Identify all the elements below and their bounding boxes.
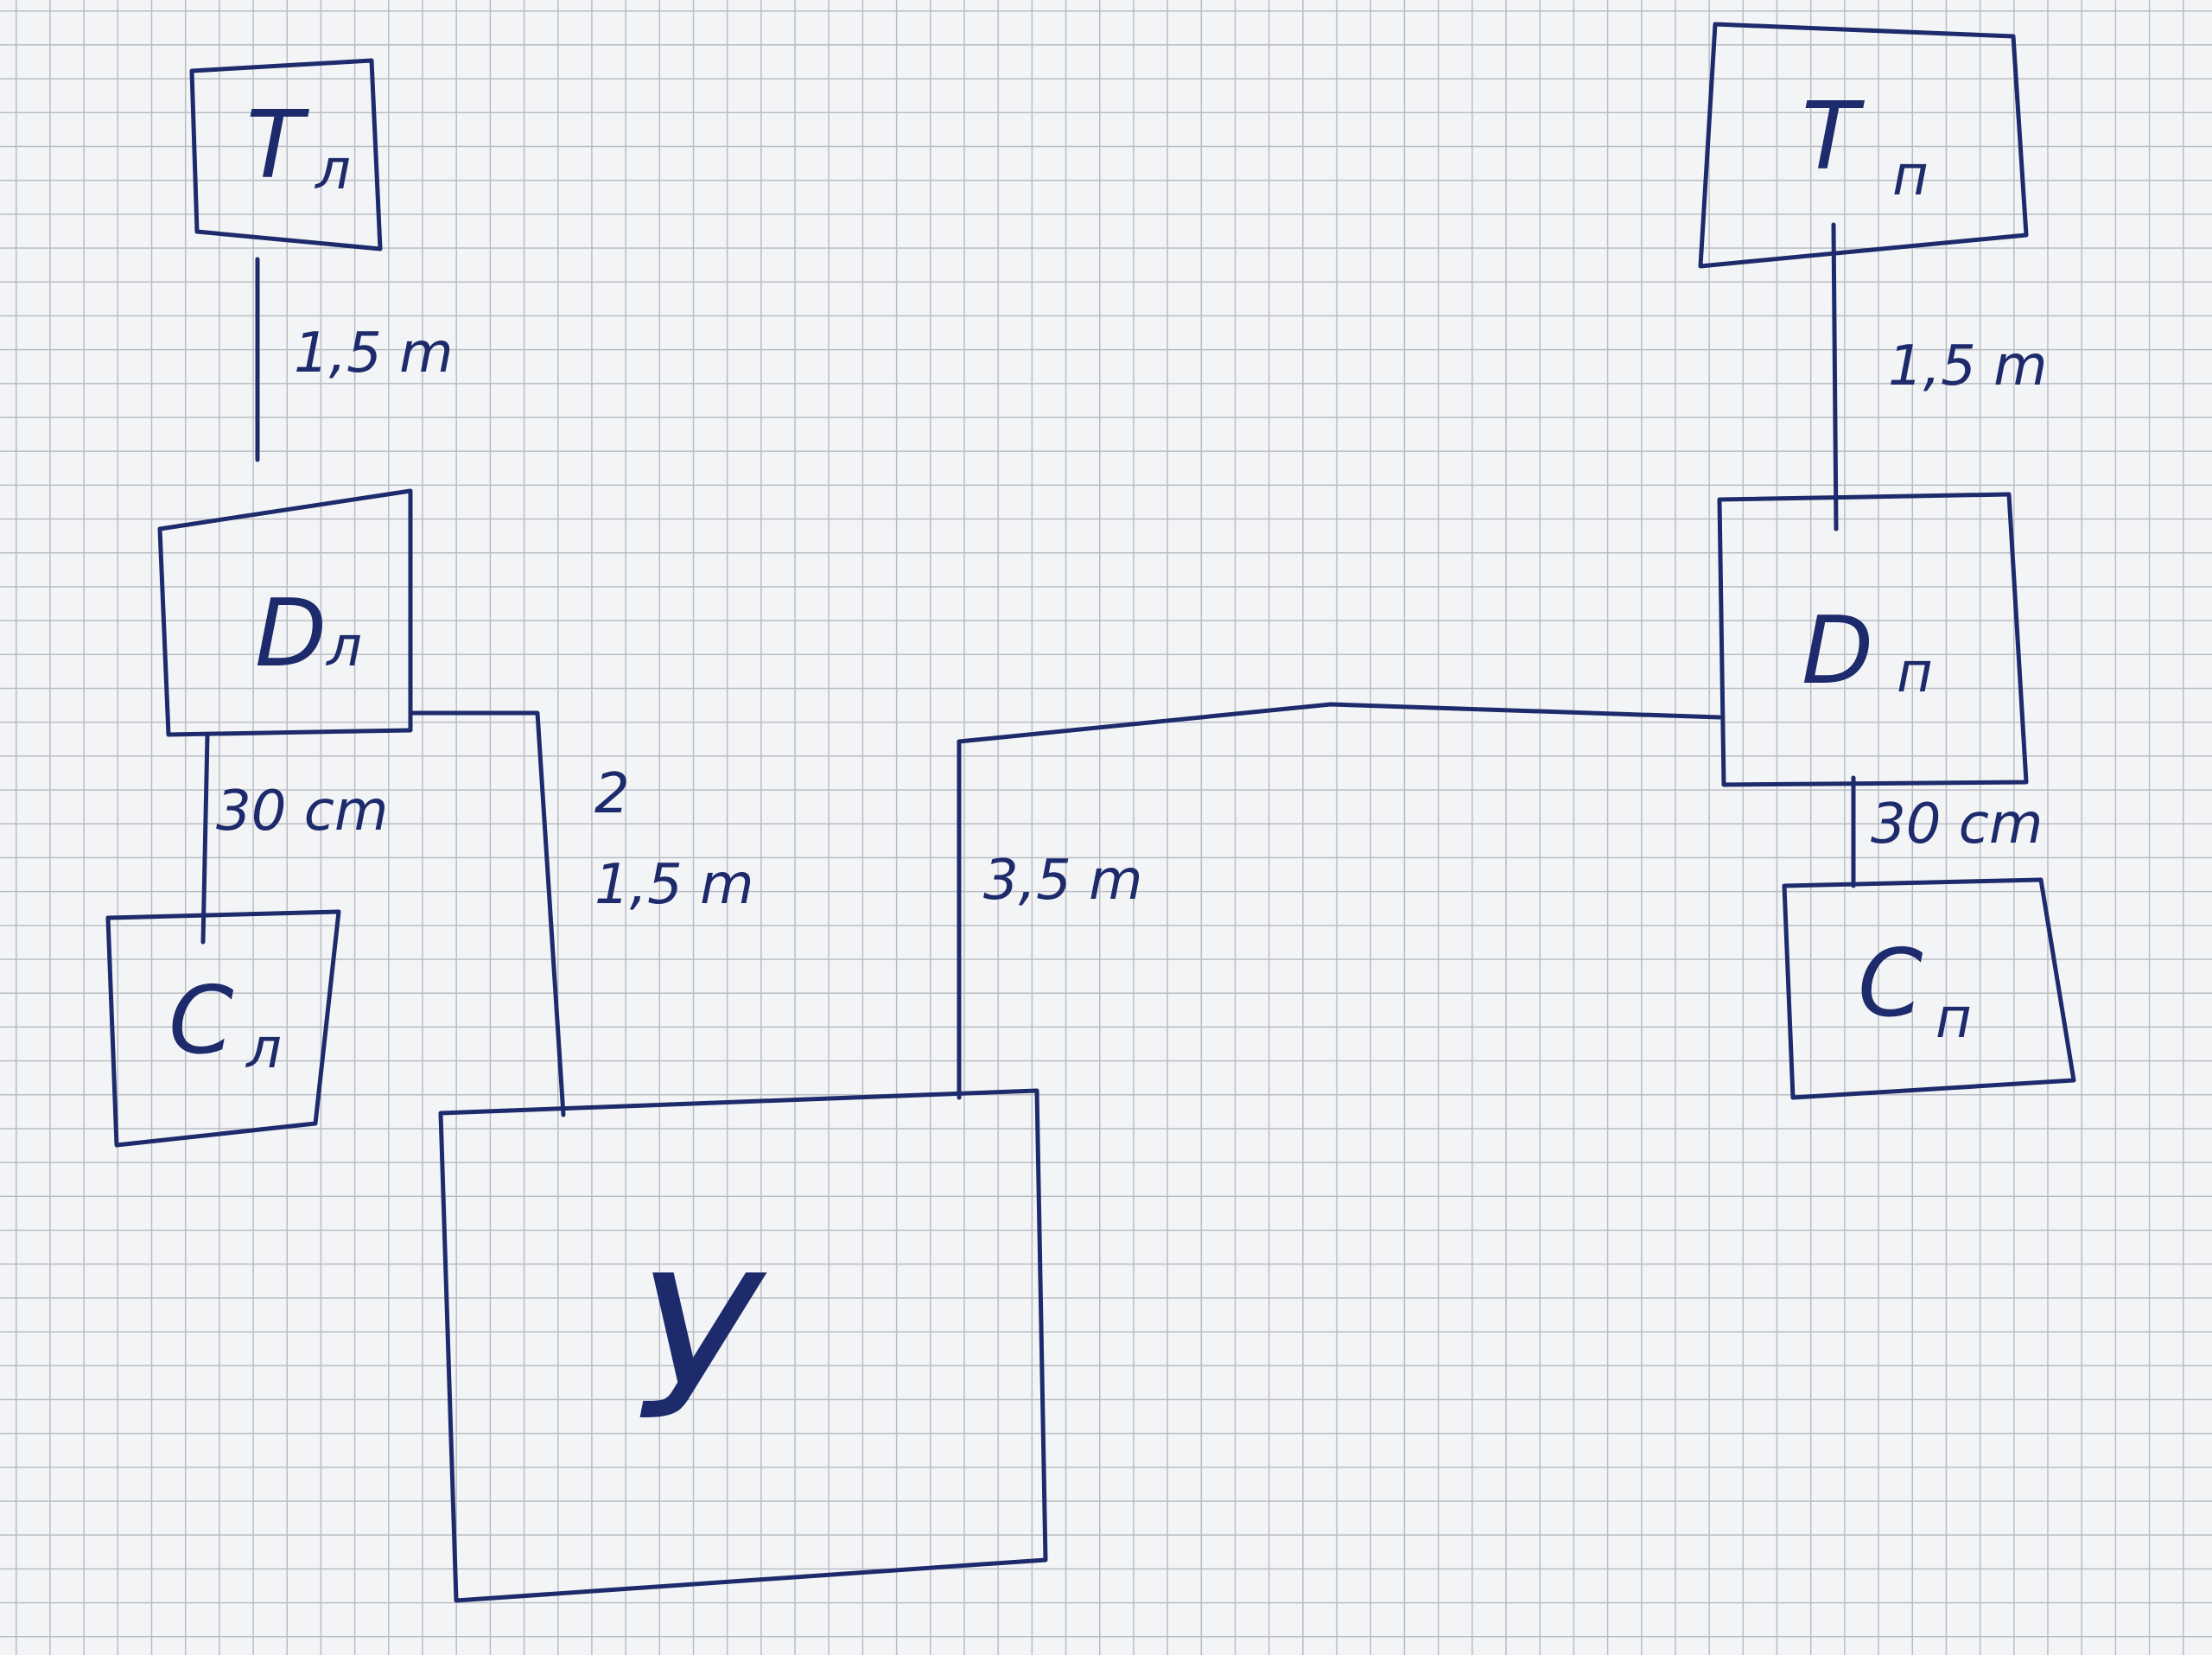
dim-y-d-right: 3,5 m — [983, 849, 1142, 913]
dim-d-c-left: 30 cm — [216, 780, 388, 843]
line-y-d-right — [957, 702, 1722, 1100]
box-t-left-label: T — [246, 92, 309, 200]
dim-t-d-left: 1,5 m — [294, 321, 453, 385]
line-d-left-y — [408, 710, 566, 1117]
box-t-right-sub: п — [1892, 144, 1929, 208]
box-d-left-label: D — [255, 580, 327, 688]
dim-d-y-left: 1,5 m — [594, 853, 753, 917]
box-t-left-sub: л — [314, 138, 351, 202]
box-d-right-label: D — [1802, 597, 1873, 705]
box-c-right-label: C — [1858, 930, 1923, 1038]
box-t-left: T л — [189, 58, 383, 251]
box-y-main-label: У — [635, 1234, 767, 1465]
dim-d-y-left-index: 2 — [594, 762, 630, 826]
dim-d-c-right: 30 cm — [1871, 792, 2043, 856]
box-d-right-sub: п — [1897, 641, 1933, 705]
box-c-right-sub: п — [1936, 987, 1972, 1051]
line-d-c-left — [200, 732, 210, 945]
box-d-left-sub: л — [325, 615, 362, 679]
box-t-right: T п — [1698, 22, 2029, 269]
dim-t-d-right: 1,5 m — [1888, 334, 2047, 398]
box-c-left-label: C — [168, 967, 234, 1075]
box-c-left-sub: л — [245, 1017, 282, 1081]
box-c-left: C л — [105, 909, 341, 1148]
box-t-right-label: T — [1802, 83, 1865, 191]
box-c-right: C п — [1782, 877, 2076, 1100]
line-t-d-right — [1831, 222, 1839, 532]
box-d-right: D п — [1717, 492, 2029, 787]
box-d-left: D л — [157, 488, 413, 737]
box-y-main: У — [438, 1088, 1048, 1603]
